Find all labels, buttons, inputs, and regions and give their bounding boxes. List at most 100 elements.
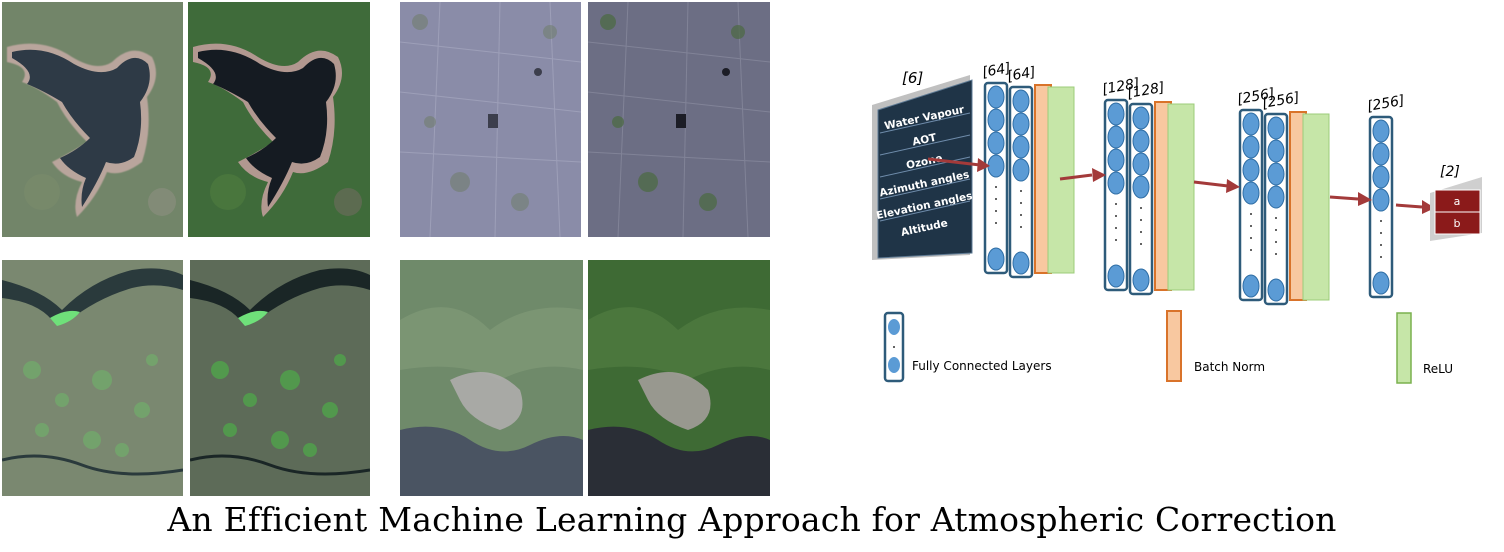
- input-feature-label: AOT: [911, 132, 938, 149]
- ellipsis-dot: [1140, 207, 1142, 209]
- arrow-head-icon: [1226, 179, 1240, 193]
- ellipsis-dot: [1250, 237, 1252, 239]
- ellipsis-dot: [1140, 243, 1142, 245]
- river-input-image: [2, 260, 183, 496]
- neuron-node: [1372, 188, 1390, 212]
- fc-layer: [128]: [1101, 76, 1141, 292]
- fc-layer: [256]: [1261, 90, 1301, 306]
- output-value-b: b: [1454, 217, 1461, 230]
- ellipsis-dot: [1380, 232, 1382, 234]
- mountain-corrected-image: [588, 260, 770, 496]
- output-value-a: a: [1454, 195, 1461, 208]
- ellipsis-dot: [1020, 202, 1022, 204]
- legend-relu-label: ReLU: [1423, 362, 1453, 376]
- neuron-node: [1242, 135, 1260, 159]
- neuron-node: [987, 108, 1005, 132]
- relu-layer: [1302, 113, 1330, 301]
- river-corrected-image: [190, 260, 370, 496]
- neuron-node: [1107, 148, 1125, 172]
- neuron-node: [987, 85, 1005, 109]
- input-row-divider: [879, 112, 971, 134]
- neuron-node: [1107, 264, 1125, 288]
- neuron-node: [987, 154, 1005, 178]
- legend-fc-label: Fully Connected Layers: [912, 359, 1052, 373]
- legend-fc-icon: [883, 311, 905, 383]
- city-input-image: [400, 2, 581, 237]
- ellipsis-dot: [1140, 231, 1142, 233]
- arrow-head-icon: [1358, 192, 1372, 206]
- legend-bn-icon: [1166, 310, 1182, 382]
- arrow-head-icon: [1092, 168, 1106, 182]
- neuron-node: [1012, 158, 1030, 182]
- neuron-node: [1242, 274, 1260, 298]
- neuron-node: [1107, 125, 1125, 149]
- neuron-node: [1132, 152, 1150, 176]
- ellipsis-dot: [1380, 256, 1382, 258]
- ellipsis-dot: [1140, 219, 1142, 221]
- neuron-node: [1012, 135, 1030, 159]
- neuron-node: [987, 131, 1005, 155]
- layer-size-label: [256]: [1236, 86, 1276, 108]
- ellipsis-dot: [995, 210, 997, 212]
- layer-size-label: [128]: [1101, 76, 1141, 98]
- fc-layer: [128]: [1126, 80, 1166, 296]
- mountain-input-image: [400, 260, 583, 496]
- ellipsis-dot: [1250, 213, 1252, 215]
- fc-layer: [64]: [981, 60, 1012, 275]
- ellipsis-dot: [995, 198, 997, 200]
- ellipsis-dot: [1020, 226, 1022, 228]
- arrow-head-icon: [1422, 200, 1435, 214]
- input-row-divider: [879, 134, 971, 156]
- neuron-node: [1242, 158, 1260, 182]
- neuron-node: [1012, 89, 1030, 113]
- neuron-node: [1372, 271, 1390, 295]
- layer-size-label: [64]: [981, 60, 1012, 81]
- ellipsis-dot: [1380, 220, 1382, 222]
- fc-layer: [256]: [1366, 93, 1406, 299]
- layer-size-label: [256]: [1366, 93, 1406, 115]
- neuron-node: [1267, 162, 1285, 186]
- input-row-divider: [879, 200, 971, 222]
- input-row-divider: [879, 156, 971, 178]
- reservoir-input-image: [2, 2, 183, 237]
- output-size-label: [2]: [1440, 164, 1460, 180]
- neuron-node: [1267, 278, 1285, 302]
- ellipsis-dot: [995, 222, 997, 224]
- neuron-node: [1132, 268, 1150, 292]
- neuron-node: [1132, 175, 1150, 199]
- neuron-node: [1372, 142, 1390, 166]
- caption: An Efficient Machine Learning Approach f…: [167, 500, 1337, 539]
- output-box: a b [2]: [1430, 164, 1482, 241]
- neuron-node: [1242, 181, 1260, 205]
- ellipsis-dot: [1020, 190, 1022, 192]
- neuron-node: [1372, 165, 1390, 189]
- neuron-node: [1132, 129, 1150, 153]
- ellipsis-dot: [1115, 227, 1117, 229]
- neuron-node: [1242, 112, 1260, 136]
- input-size-label: [6]: [902, 69, 923, 87]
- layer-size-label: [256]: [1261, 90, 1301, 112]
- fc-layer: [64]: [1006, 64, 1037, 279]
- city-corrected-image: [588, 2, 770, 237]
- neuron-node: [1267, 185, 1285, 209]
- ellipsis-dot: [1020, 214, 1022, 216]
- ellipsis-dot: [1275, 229, 1277, 231]
- neuron-node: [1012, 112, 1030, 136]
- layer-size-label: [64]: [1006, 64, 1037, 85]
- neuron-node: [1372, 119, 1390, 143]
- arrow-head-icon: [977, 158, 990, 172]
- reservoir-corrected-image: [188, 2, 370, 237]
- ellipsis-dot: [1115, 239, 1117, 241]
- ellipsis-dot: [1275, 241, 1277, 243]
- input-row-divider: [879, 178, 971, 200]
- neuron-node: [1012, 251, 1030, 275]
- ellipsis-dot: [1275, 253, 1277, 255]
- ellipsis-dot: [1115, 215, 1117, 217]
- flow-arrows: [927, 157, 1435, 214]
- neuron-node: [1132, 106, 1150, 130]
- ellipsis-dot: [1380, 244, 1382, 246]
- neuron-node: [987, 247, 1005, 271]
- ellipsis-dot: [1250, 249, 1252, 251]
